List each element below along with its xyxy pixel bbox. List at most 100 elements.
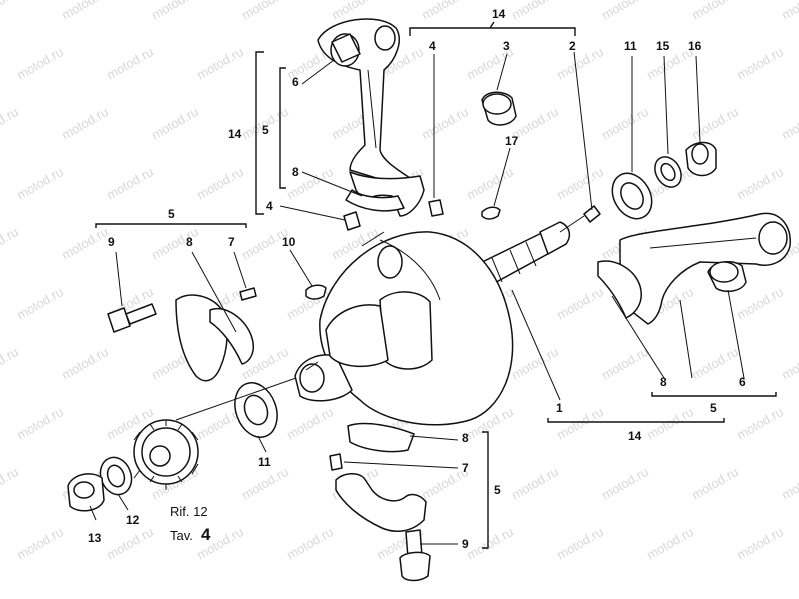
- watermark-text: motod.ru: [194, 44, 246, 83]
- part-labels: 1 2 3 4 4 5 5 5 5 6 6 7 7 8 8 8 8 9 9 10…: [88, 7, 746, 551]
- label-16: 16: [688, 39, 702, 53]
- washer-15-hole: [660, 162, 676, 182]
- watermark-text: motod.ru: [149, 224, 201, 263]
- label-9-left: 9: [108, 235, 115, 249]
- watermark-text: motod.ru: [104, 524, 156, 563]
- watermark-text: motod.ru: [734, 44, 786, 83]
- label-8-bottom: 8: [462, 431, 469, 445]
- watermark-text: motod.ru: [599, 464, 651, 503]
- watermark-text: motod.ru: [644, 404, 696, 443]
- watermark-text: motod.ru: [0, 464, 21, 503]
- label-5-rod-right: 5: [710, 401, 717, 415]
- watermark-text: motod.ru: [734, 404, 786, 443]
- key-17: [481, 206, 501, 220]
- watermark-text: motod.ru: [554, 524, 606, 563]
- watermark-text: motod.ru: [779, 344, 799, 383]
- watermark-text: motod.ru: [419, 104, 471, 143]
- watermark-text: motod.ru: [689, 104, 741, 143]
- watermark-text: motod.ru: [14, 404, 66, 443]
- label-6-right: 6: [739, 375, 746, 389]
- watermark-text: motod.ru: [14, 164, 66, 203]
- watermark-text: motod.ru: [554, 44, 606, 83]
- axis-line-right: [559, 215, 585, 233]
- watermark-text: motod.ru: [599, 0, 651, 23]
- axis-line-left: [175, 377, 297, 421]
- label-14-top: 14: [492, 7, 506, 21]
- pin-2: [583, 205, 601, 223]
- dowel-7-bottom: [329, 453, 343, 471]
- watermark-text: motod.ru: [644, 524, 696, 563]
- watermark-text: motod.ru: [734, 164, 786, 203]
- watermark-text: motod.ru: [599, 104, 651, 143]
- watermark-text: motod.ru: [509, 344, 561, 383]
- watermark-text: motod.ru: [689, 344, 741, 383]
- rif-label: Rif. 12: [170, 504, 208, 519]
- watermark-text: motod.ru: [734, 284, 786, 323]
- label-11-left: 11: [258, 455, 271, 469]
- label-1: 1: [556, 401, 563, 415]
- label-14-left: 14: [228, 127, 242, 141]
- label-5-rod-top: 5: [262, 123, 269, 137]
- key-10: [305, 284, 327, 300]
- dowel-7-left: [239, 287, 257, 301]
- nut-13-hole: [73, 481, 95, 499]
- washer-11-right-hole: [620, 182, 644, 210]
- watermark-text: motod.ru: [14, 44, 66, 83]
- watermark-text: motod.ru: [464, 524, 516, 563]
- watermark-text: motod.ru: [509, 0, 561, 23]
- watermark-text: motod.ru: [0, 224, 21, 263]
- watermark-text: motod.ru: [59, 224, 111, 263]
- label-15: 15: [656, 39, 670, 53]
- brackets: [95, 21, 777, 549]
- dowel-left: [343, 211, 361, 231]
- watermark-text: motod.ru: [554, 164, 606, 203]
- watermark-text: motod.ru: [0, 0, 21, 23]
- watermark-text: motod.ru: [0, 104, 21, 143]
- crankshaft: [294, 221, 571, 426]
- label-10: 10: [282, 235, 296, 249]
- watermark-text: motod.ru: [14, 524, 66, 563]
- bolt-9-bottom-head: [399, 551, 431, 582]
- watermark-text: motod.ru: [149, 104, 201, 143]
- label-11-right: 11: [624, 39, 637, 53]
- label-12: 12: [126, 513, 140, 527]
- watermark-text: motod.ru: [59, 104, 111, 143]
- watermark-text: motod.ru: [14, 284, 66, 323]
- label-5-cap-bottom: 5: [494, 483, 501, 497]
- watermark-text: motod.ru: [464, 164, 516, 203]
- label-8-left: 8: [186, 235, 193, 249]
- connecting-rod-top: [317, 18, 425, 217]
- watermark-text: motod.ru: [554, 284, 606, 323]
- washer-12-hole: [106, 464, 126, 488]
- bearing-shell-bottom: [347, 422, 415, 453]
- watermark-text: motod.ru: [59, 344, 111, 383]
- label-14-right: 14: [628, 429, 642, 443]
- axis-line-center: [361, 231, 385, 247]
- bolt-9-left-shank: [125, 303, 157, 325]
- dowel-center: [428, 199, 444, 217]
- watermark-text: motod.ru: [239, 0, 291, 23]
- watermark-text: motod.ru: [509, 464, 561, 503]
- bushing-3-face: [482, 93, 512, 115]
- watermark-text: motod.ru: [239, 464, 291, 503]
- label-2: 2: [569, 39, 576, 53]
- tav-number: 4: [201, 525, 211, 544]
- watermark-text: motod.ru: [0, 344, 21, 383]
- watermark-text: motod.ru: [689, 464, 741, 503]
- watermark-text: motod.ru: [104, 164, 156, 203]
- rod-cap-bottom: [335, 473, 427, 533]
- watermark-text: motod.ru: [599, 344, 651, 383]
- label-8-top: 8: [292, 165, 299, 179]
- tav-label: Tav.: [170, 528, 193, 543]
- label-7-left: 7: [228, 235, 235, 249]
- watermark-text: motod.ru: [284, 404, 336, 443]
- connecting-rod-right: [597, 212, 791, 325]
- washer-11-left-hole: [243, 394, 269, 426]
- watermark-text: motod.ru: [59, 0, 111, 23]
- label-13: 13: [88, 531, 102, 545]
- leader-lines: [89, 51, 745, 545]
- watermark-text: motod.ru: [419, 0, 471, 23]
- label-8-right: 8: [660, 375, 667, 389]
- watermark-text: motod.ru: [779, 464, 799, 503]
